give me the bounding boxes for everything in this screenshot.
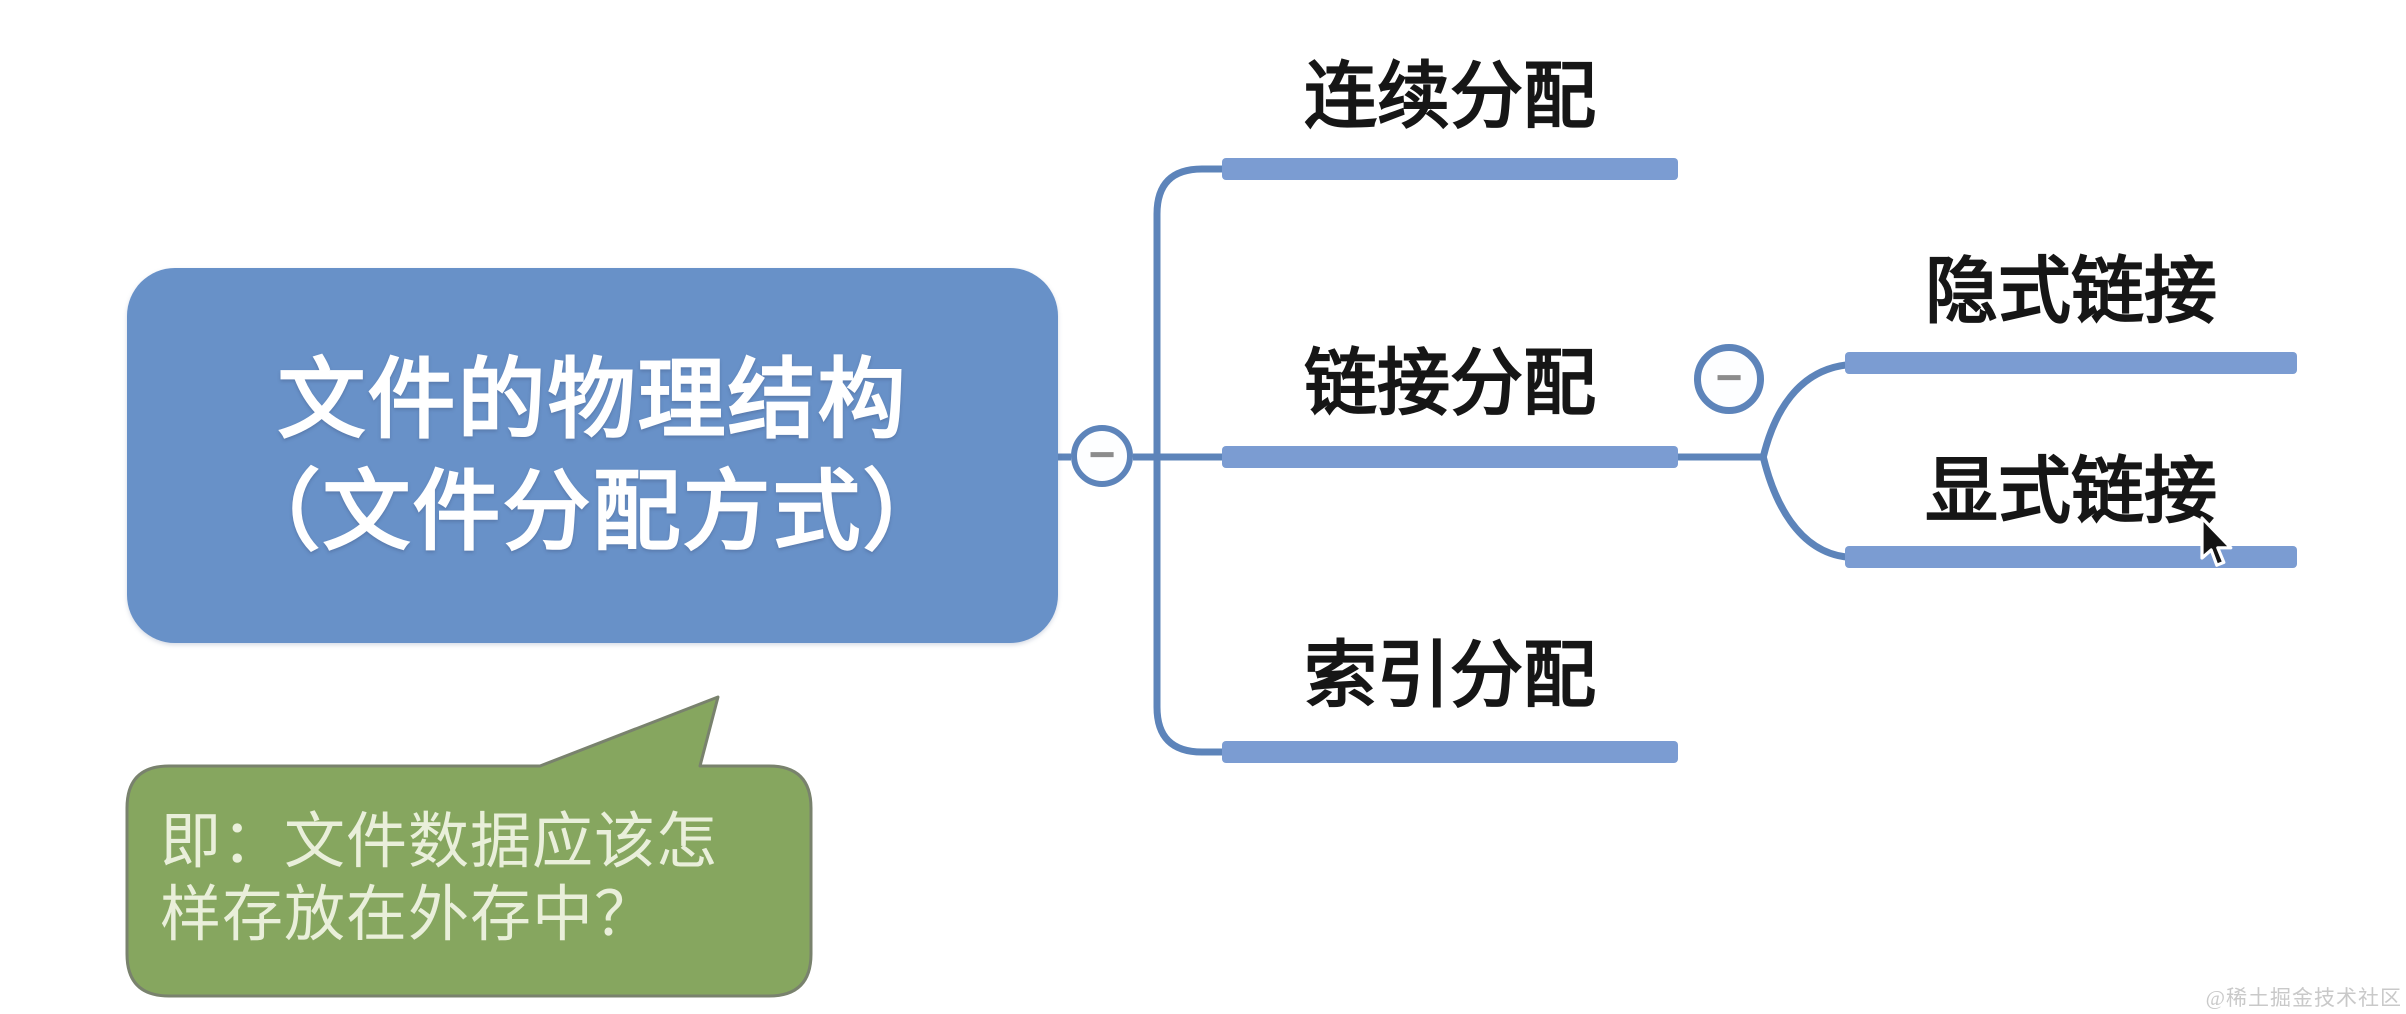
branch-label-implicit[interactable]: 隐式链接 [1925,251,2217,332]
minus-icon: − [1088,428,1116,480]
note-callout-bubble[interactable] [125,695,813,998]
connector-bracket [1153,165,1226,756]
root-topic-node[interactable]: 文件的物理结构 （文件分配方式） [127,268,1058,643]
mouse-cursor-icon [2200,516,2233,567]
branch-label-explicit[interactable]: 显式链接 [1925,451,2217,532]
branch-label-continuous[interactable]: 连续分配 [1304,56,1596,137]
collapse-button-root[interactable]: − [1071,425,1133,487]
connector-fork-upper [1759,361,1850,462]
note-text-line2: 样存放在外存中？ [160,882,657,949]
branch-bar-explicit[interactable] [1845,546,2297,568]
note-callout-text: 即：文件数据应该怎 样存放在外存中？ [160,806,718,952]
branch-label-linked[interactable]: 链接分配 [1304,343,1596,424]
minus-icon: − [1715,351,1743,403]
branch-bar-linked[interactable] [1222,446,1678,468]
branch-bar-indexed[interactable] [1222,741,1678,763]
branch-bar-continuous[interactable] [1222,158,1678,180]
watermark-text: @稀土掘金技术社区 [2205,986,2402,1010]
root-topic-title-line2: （文件分配方式） [232,461,953,561]
connector-fork-lower [1759,452,1850,561]
branch-label-indexed[interactable]: 索引分配 [1304,635,1596,716]
collapse-button-linked[interactable]: − [1694,344,1764,414]
note-text-line1: 即：文件数据应该怎 [160,809,719,876]
branch-bar-implicit[interactable] [1845,352,2297,374]
root-topic-title-line1: 文件的物理结构 [277,349,908,449]
